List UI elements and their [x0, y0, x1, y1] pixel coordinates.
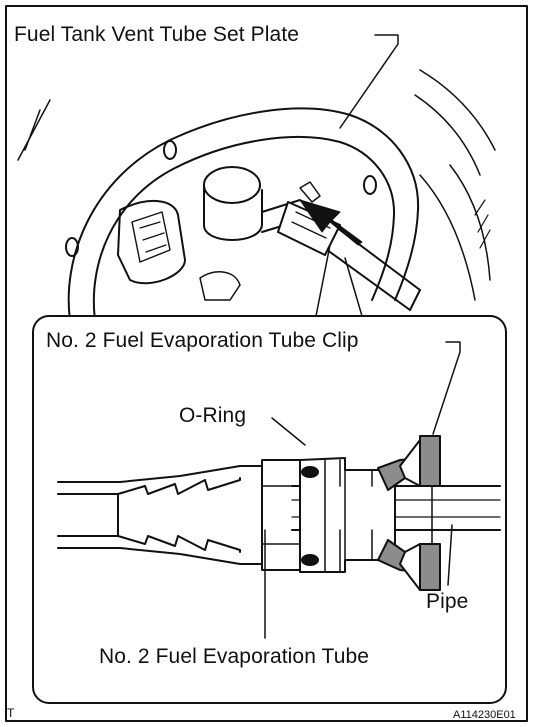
electrical-connector	[117, 199, 186, 285]
corner-mark: T	[7, 706, 15, 720]
set-plate-leader	[339, 34, 399, 129]
clip-leader	[432, 341, 461, 435]
tube-clip-drawing	[377, 435, 441, 591]
flange-plate	[67, 107, 420, 321]
tube-clip-label: No. 2 Fuel Evaporation Tube Clip	[46, 329, 359, 352]
evap-tube-label: No. 2 Fuel Evaporation Tube	[99, 645, 370, 668]
o-ring-label: O-Ring	[179, 404, 247, 427]
bolt-hole	[163, 140, 177, 160]
pipe-label: Pipe	[426, 590, 469, 613]
bolt-hole	[363, 175, 377, 195]
vent-dome	[203, 166, 261, 204]
insert-arrow-icon	[299, 199, 363, 246]
set-plate-label: Fuel Tank Vent Tube Set Plate	[14, 23, 300, 46]
o-ring-leader	[271, 417, 306, 446]
pipe-leader	[447, 524, 453, 586]
connector-body-drawing	[261, 457, 396, 573]
outer-frame	[5, 5, 528, 722]
o-ring-top	[301, 466, 319, 478]
o-ring-bottom	[301, 554, 319, 566]
bolt-hole	[65, 237, 79, 257]
figure-code: A114230E01	[453, 709, 516, 721]
evaporation-tube-drawing	[57, 459, 301, 571]
detail-inset-box	[32, 315, 507, 704]
tank-flange-view	[17, 69, 496, 321]
